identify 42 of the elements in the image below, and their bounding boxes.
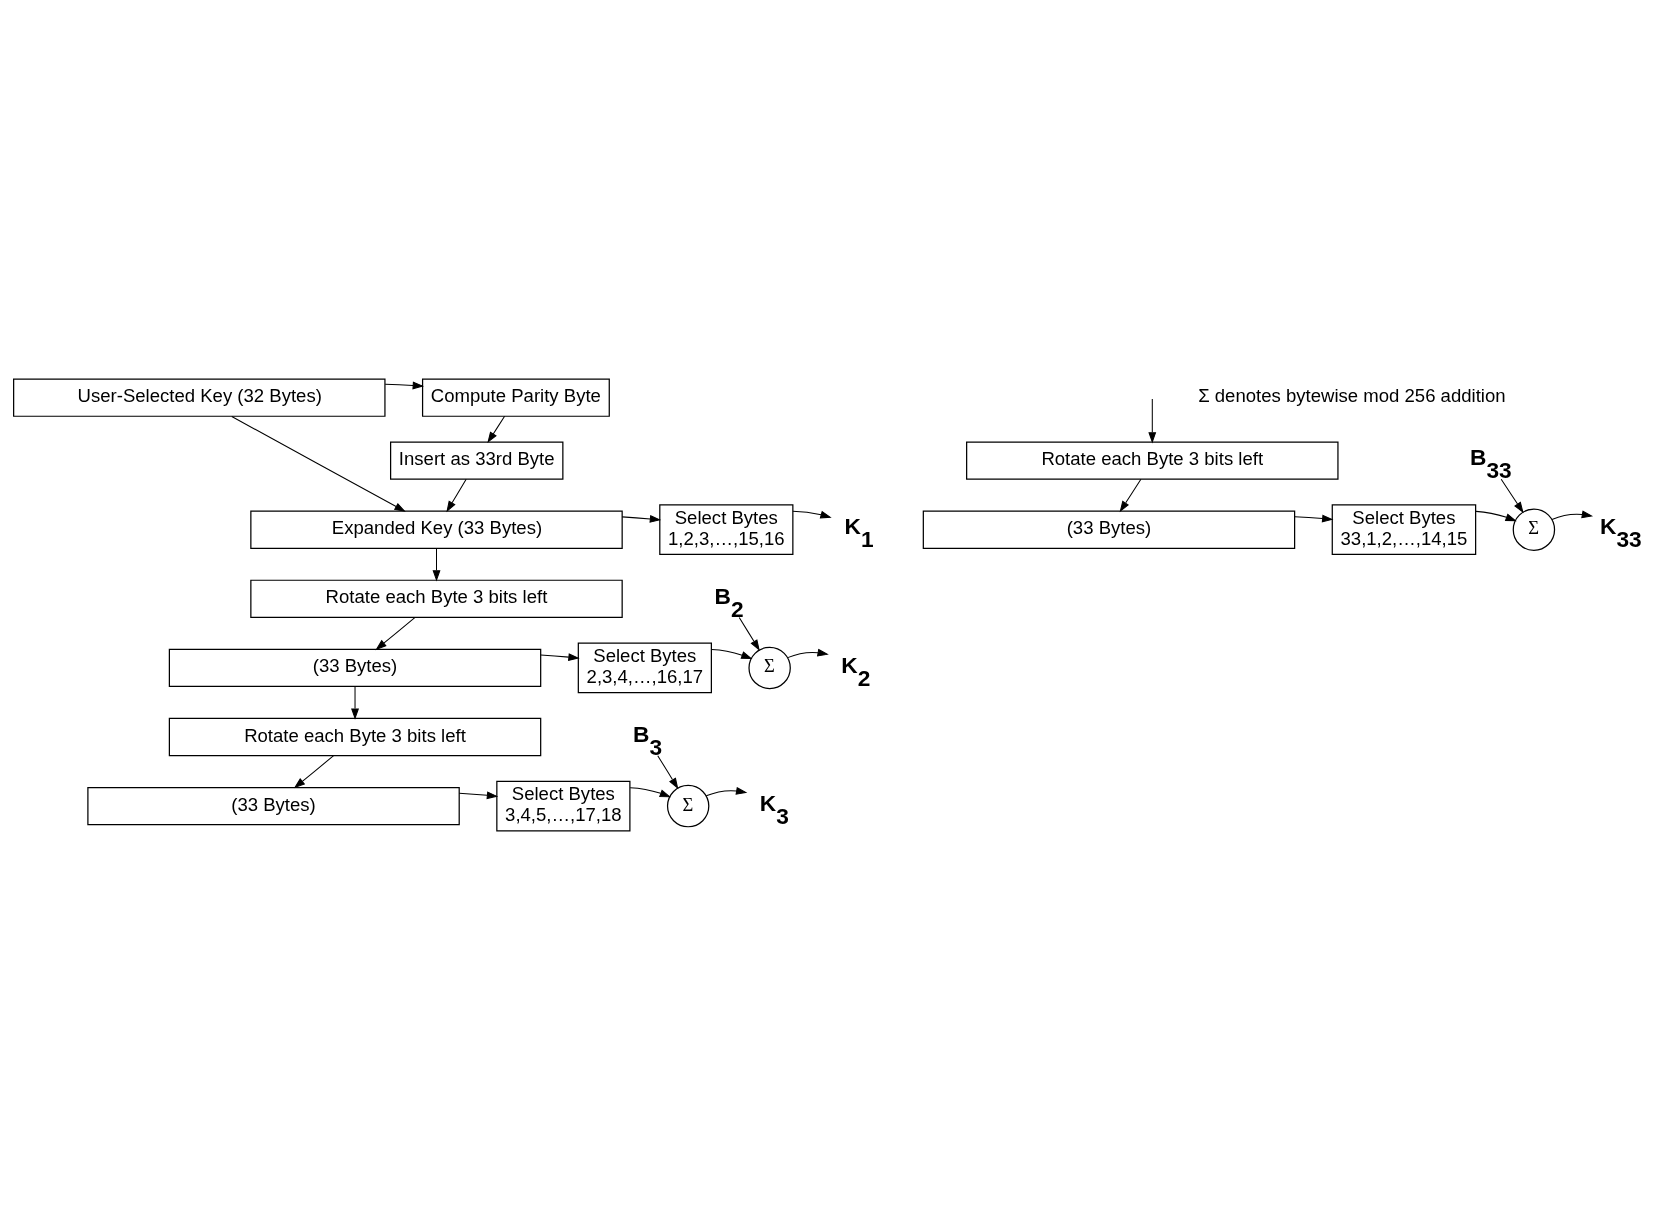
node-circle: Σ	[1512, 507, 1556, 551]
arrow	[705, 786, 748, 796]
arrow	[293, 754, 335, 788]
node-box: Rotate each Byte 3 bits left	[966, 440, 1339, 480]
arrow	[432, 547, 441, 582]
arrow	[231, 415, 406, 512]
arrow	[792, 510, 832, 518]
arrow	[1551, 510, 1594, 520]
node-box: Compute Parity Byte	[421, 378, 610, 417]
arrow	[629, 786, 672, 797]
arrow	[1148, 397, 1157, 443]
label: Σ denotes bytewise mod 256 addition	[1198, 384, 1506, 406]
node-box: Insert as 33rd Byte	[390, 440, 564, 480]
node-box: Expanded Key (33 Bytes)	[250, 510, 623, 549]
node-box: Select Bytes 33,1,2,…,14,15	[1331, 503, 1477, 555]
arrow	[351, 685, 359, 720]
arrow	[621, 514, 662, 523]
node-box: Rotate each Byte 3 bits left	[250, 579, 623, 618]
node-box: Rotate each Byte 3 bits left	[168, 717, 542, 756]
node-box: Select Bytes 2,3,4,…,16,17	[577, 642, 712, 693]
arrow	[787, 648, 829, 658]
arrow	[1294, 514, 1334, 522]
node-circle: Σ	[748, 646, 791, 689]
arrow	[540, 652, 580, 661]
arrow	[1119, 478, 1142, 512]
node-box: Select Bytes 3,4,5,…,17,18	[496, 780, 631, 831]
arrow	[1475, 510, 1517, 521]
arrow	[657, 754, 679, 789]
node-box: User-Selected Key (32 Bytes)	[13, 378, 386, 417]
arrow	[458, 790, 499, 799]
arrow	[1500, 478, 1524, 513]
arrow	[446, 478, 467, 512]
arrow	[738, 616, 760, 651]
node-box: (33 Bytes)	[168, 648, 542, 687]
node-circle: Σ	[666, 784, 710, 827]
node-box: (33 Bytes)	[87, 786, 460, 825]
node-box: (33 Bytes)	[922, 510, 1296, 549]
arrow	[487, 415, 506, 443]
arrow	[375, 616, 416, 650]
arrow	[711, 648, 753, 659]
arrow	[384, 381, 424, 389]
node-box: Select Bytes 1,2,3,…,15,16	[659, 503, 794, 555]
